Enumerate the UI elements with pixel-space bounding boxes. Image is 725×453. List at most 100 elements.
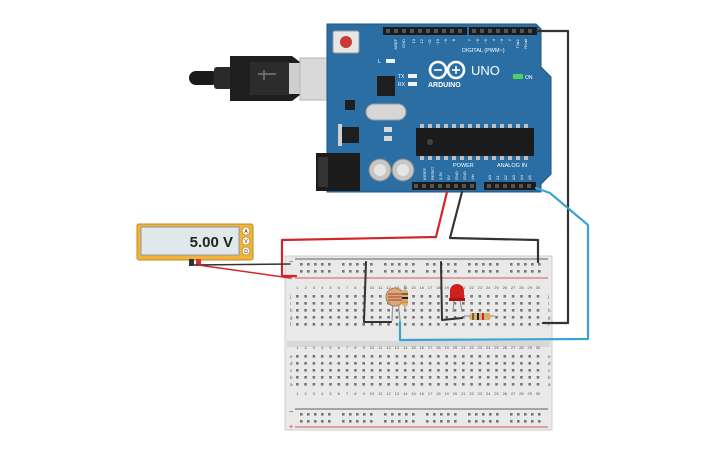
column-number: 17: [428, 345, 433, 350]
column-number: 12: [386, 391, 391, 396]
onboard-led-l: L: [378, 59, 395, 65]
row-letter: b: [548, 375, 551, 380]
column-number: 25: [494, 391, 499, 396]
column-number: 7: [346, 391, 349, 396]
row-letter: b: [290, 375, 293, 380]
led-rx-label: RX: [398, 82, 406, 88]
column-number: 30: [536, 391, 541, 396]
column-number: 16: [420, 345, 425, 350]
column-number: 13: [395, 285, 400, 290]
crystal-oscillator: [365, 103, 407, 121]
column-number: 24: [486, 345, 491, 350]
regulator-chip: [341, 127, 359, 143]
column-number: 19: [444, 391, 449, 396]
column-number: 8: [354, 345, 357, 350]
column-number: 19: [444, 285, 449, 290]
arduino-uno-board[interactable]: L TX RX ON ARDUINO UNO AREF: [316, 23, 552, 193]
power-label: POWER: [453, 163, 474, 169]
column-number: 4: [321, 285, 324, 290]
usb-cable-icon[interactable]: [189, 56, 341, 101]
column-number: 30: [536, 285, 541, 290]
wire-black-gnd[interactable]: [448, 190, 540, 264]
column-number: 11: [378, 285, 383, 290]
column-number: 5: [329, 391, 332, 396]
probe-terminals[interactable]: [189, 259, 201, 266]
power-pin-header[interactable]: [412, 182, 476, 190]
rail-plus-bottom: +: [289, 424, 293, 431]
wire-blue-analog[interactable]: [398, 186, 590, 342]
row-letter: a: [290, 382, 293, 387]
column-number: 2: [304, 345, 307, 350]
led-icon[interactable]: [449, 284, 465, 313]
reset-button[interactable]: [332, 30, 360, 54]
row-letter: c: [548, 368, 551, 373]
wire-black-jumper-2[interactable]: [440, 261, 463, 321]
row-letter: e: [290, 354, 293, 359]
meter-mode-label: Ω: [244, 249, 248, 255]
analog-pin-header[interactable]: [484, 182, 536, 190]
power-pin-label: IOREF: [422, 167, 427, 180]
column-number: 24: [486, 391, 491, 396]
analog-pin-label: A1: [495, 174, 500, 180]
digital-pin-label: 8: [451, 38, 456, 41]
photoresistor-icon[interactable]: [385, 287, 405, 322]
column-number: 4: [321, 345, 324, 350]
column-number: 1: [296, 285, 299, 290]
onboard-led-rx: RX: [398, 82, 417, 88]
column-number: 9: [363, 285, 366, 290]
column-number: 8: [354, 391, 357, 396]
column-number: 9: [363, 391, 366, 396]
probe-red[interactable]: [197, 264, 291, 279]
resistor-vertical[interactable]: [402, 285, 408, 312]
column-number: 6: [338, 391, 341, 396]
breadboard[interactable]: − + − + 11122233344455566677788899910101…: [284, 255, 553, 431]
column-number: 26: [503, 285, 508, 290]
column-number: 27: [511, 391, 516, 396]
analog-pin-label: A2: [503, 174, 508, 180]
column-number: 2: [304, 391, 307, 396]
probe-black[interactable]: [190, 263, 291, 266]
power-pin-label: RESET: [430, 166, 435, 180]
row-letter: g: [548, 315, 551, 320]
column-number: 12: [386, 285, 391, 290]
column-number: 14: [403, 345, 408, 350]
resistor-icon[interactable]: [464, 313, 495, 320]
column-number: 5: [329, 345, 332, 350]
wire-black-right[interactable]: [535, 29, 570, 325]
meter-mode-label: A: [244, 229, 248, 235]
row-letter: d: [290, 361, 293, 366]
digital-label: DIGITAL (PWM~): [462, 48, 505, 54]
meter-mode-button[interactable]: [241, 226, 251, 236]
led-l-label: L: [378, 59, 381, 65]
wire-black-jumper-1[interactable]: [363, 261, 392, 323]
arduino-brand-text: ARDUINO: [428, 82, 461, 89]
meter-mode-button[interactable]: [241, 236, 251, 246]
column-number: 19: [444, 345, 449, 350]
rail-plus-top: +: [289, 275, 293, 282]
column-number: 20: [453, 391, 458, 396]
digital-pin-label: 4: [491, 38, 496, 41]
column-number: 27: [511, 285, 516, 290]
wire-red-5v[interactable]: [280, 190, 449, 278]
digital-pin-label: ~11: [427, 38, 432, 45]
row-letter: f: [290, 322, 292, 327]
column-number: 5: [329, 285, 332, 290]
column-number: 15: [411, 345, 416, 350]
column-number: 15: [411, 391, 416, 396]
dc-power-jack[interactable]: [316, 153, 360, 191]
column-number: 21: [461, 285, 466, 290]
column-number: 23: [478, 391, 483, 396]
column-number: 18: [436, 391, 441, 396]
column-number: 13: [395, 391, 400, 396]
power-pin-label: 5V: [446, 175, 451, 180]
column-number: 3: [313, 285, 316, 290]
usb-chip: [377, 76, 395, 96]
column-number: 28: [519, 391, 524, 396]
analog-label: ANALOG IN: [497, 163, 527, 169]
row-letter: a: [548, 382, 551, 387]
on-label: ON: [525, 75, 533, 81]
digital-pin-header[interactable]: [383, 27, 537, 35]
meter-mode-button[interactable]: [241, 246, 251, 256]
multimeter[interactable]: 5.00 V AVΩ: [136, 223, 254, 266]
